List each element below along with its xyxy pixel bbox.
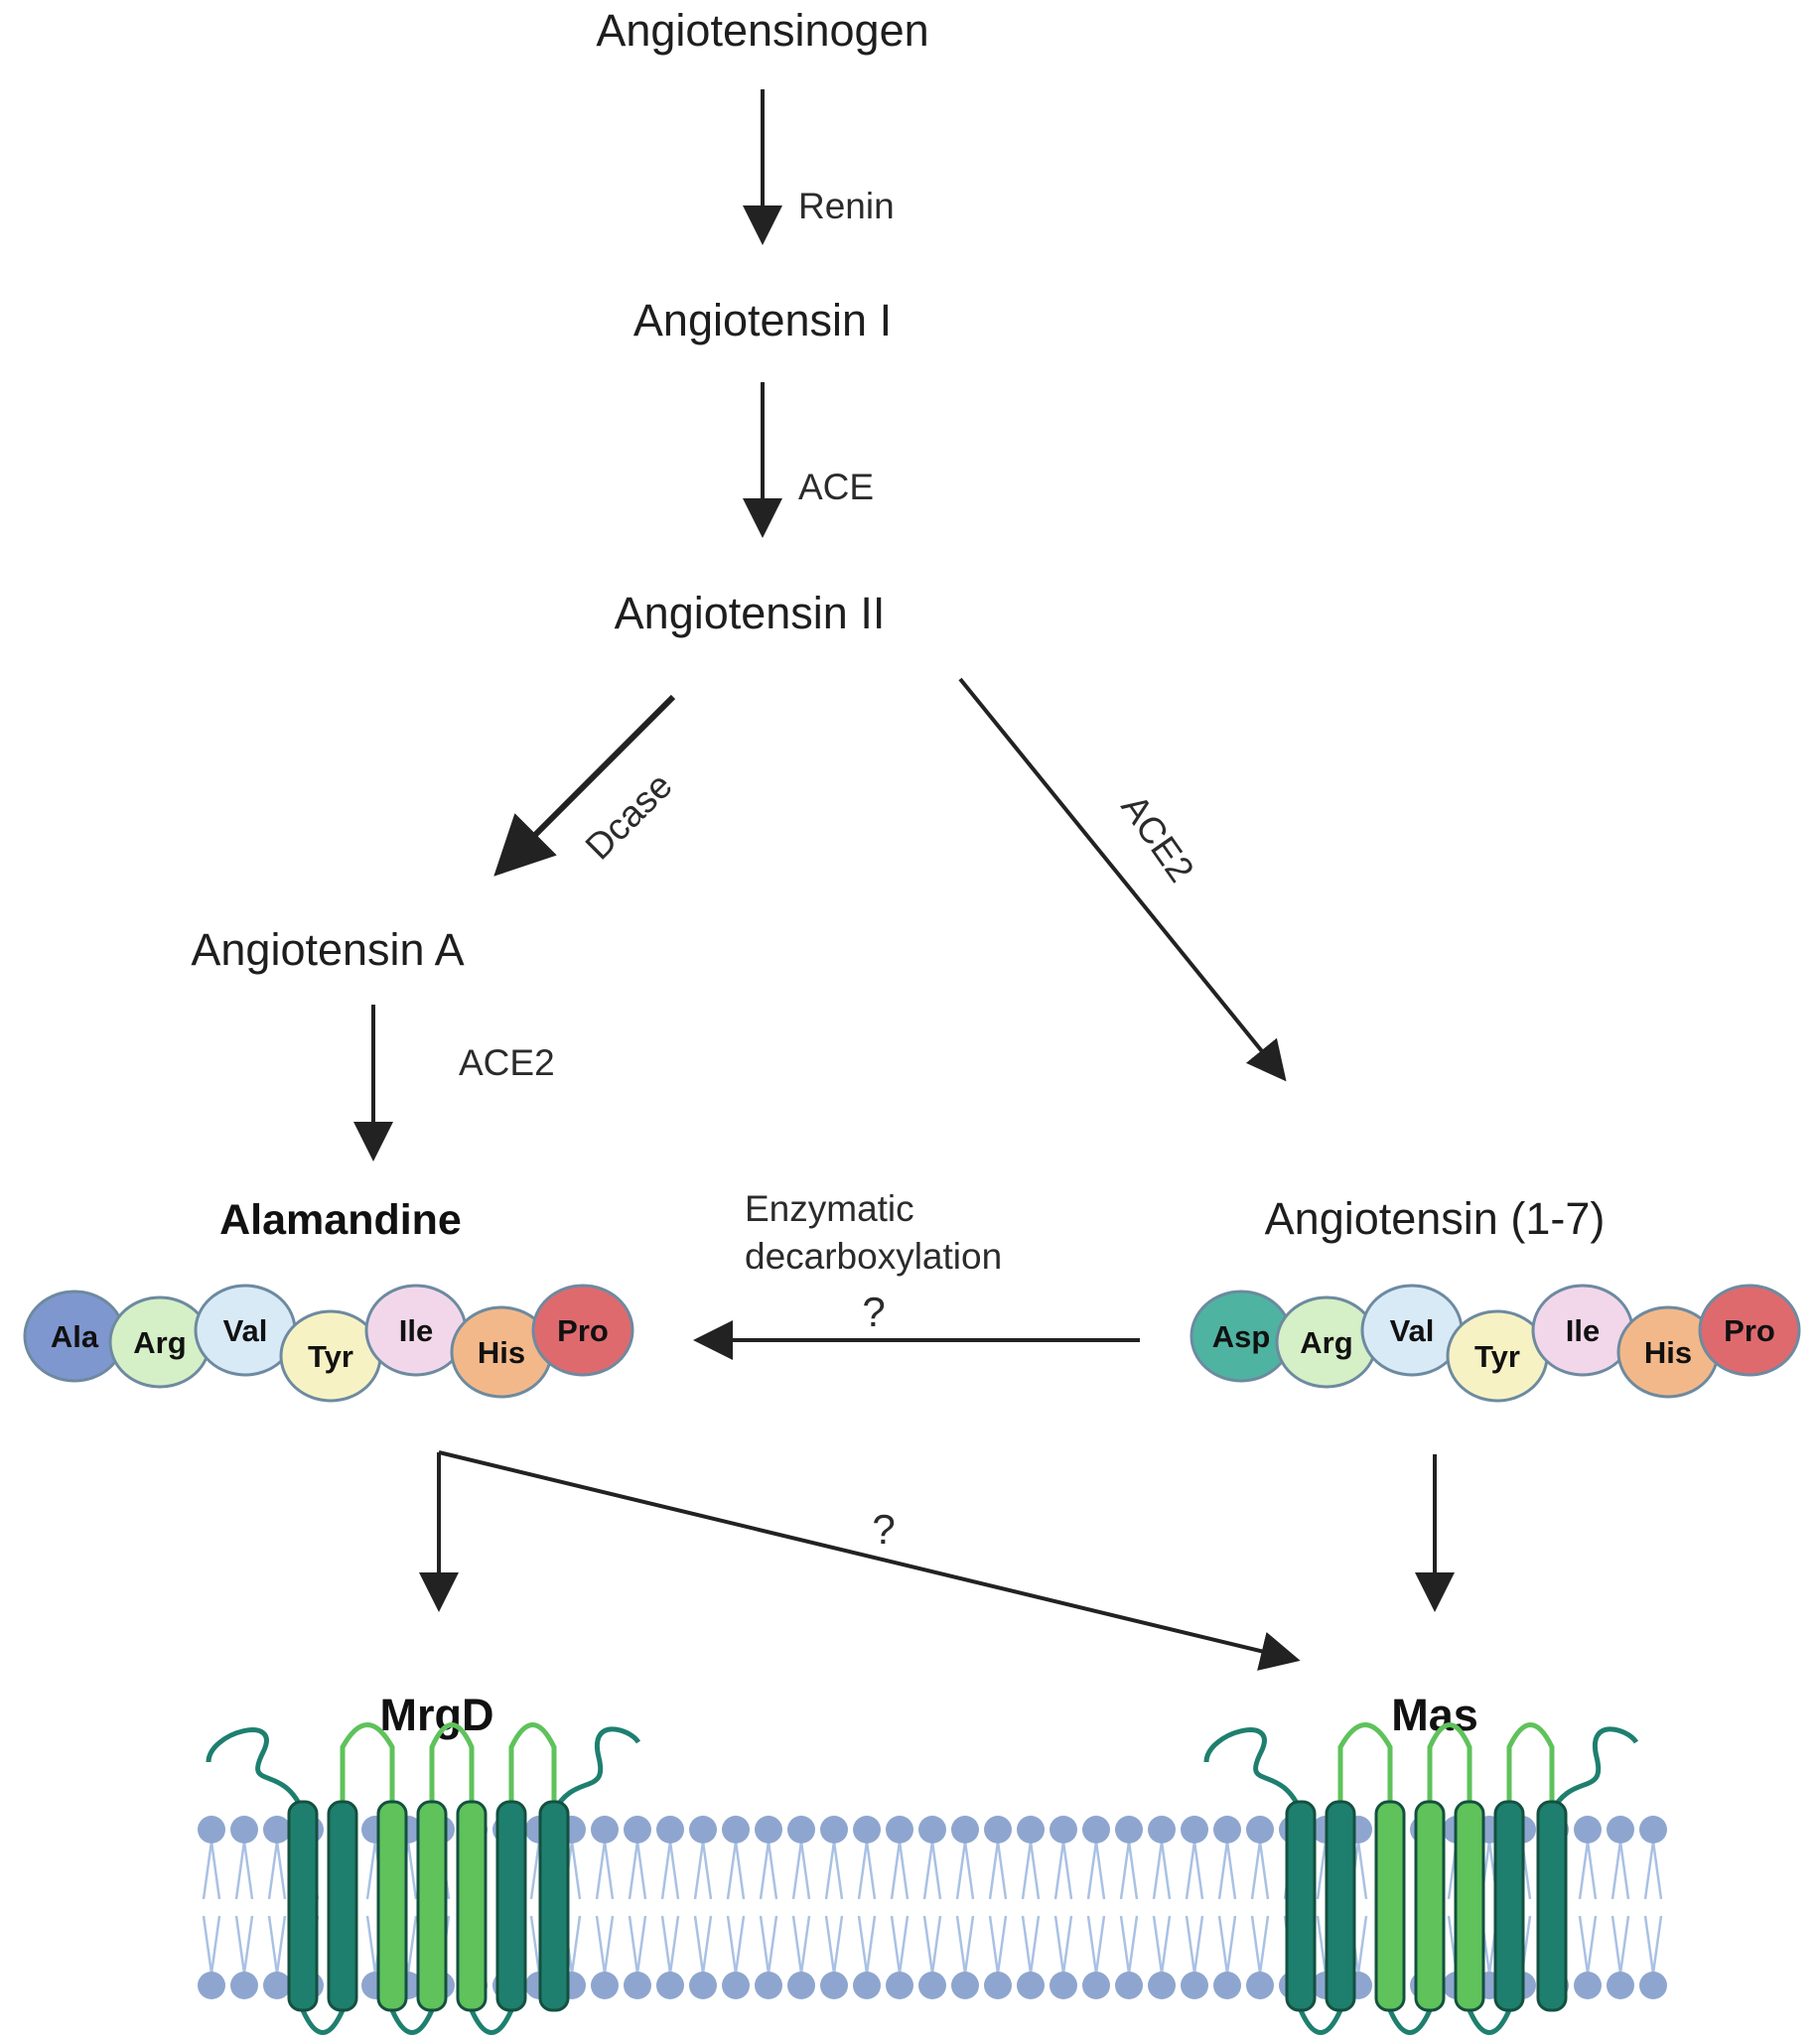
transmembrane-helix — [456, 1800, 488, 2012]
amino-acid-pro: Pro — [531, 1284, 634, 1377]
lipid-pair — [820, 1816, 848, 1999]
amino-acid-ile: Ile — [364, 1284, 468, 1377]
transmembrane-helix — [327, 1800, 358, 2012]
lipid-pair — [1148, 1816, 1176, 1999]
amino-acid-label: Ile — [399, 1313, 433, 1348]
amino-acid-his: His — [450, 1305, 553, 1399]
lipid-pair — [1639, 1816, 1667, 1999]
lipid-pair — [1017, 1816, 1045, 1999]
lipid-pair — [1181, 1816, 1208, 1999]
angiotensin-2-label: Angiotensin II — [615, 588, 886, 638]
lipid-pair — [1607, 1816, 1634, 1999]
amino-acid-pro: Pro — [1698, 1284, 1801, 1377]
mas-receptor-label: Mas — [1391, 1690, 1478, 1740]
lipid-pair — [951, 1816, 979, 1999]
lipid-pair — [263, 1816, 291, 1999]
amino-acid-asp: Asp — [1190, 1290, 1293, 1383]
transmembrane-helix — [1454, 1800, 1485, 2012]
amino-acid-arg: Arg — [1275, 1295, 1378, 1389]
lipid-pair — [198, 1816, 225, 1999]
amino-acid-label: Ala — [51, 1319, 99, 1354]
angiotensin-1-label: Angiotensin I — [633, 295, 892, 345]
transmembrane-helix — [1493, 1800, 1525, 2012]
arrow-dcase — [493, 694, 676, 877]
amino-acid-ile: Ile — [1531, 1284, 1634, 1377]
mrgd-receptor-label: MrgD — [380, 1690, 494, 1740]
mas-receptor-icon — [1203, 1722, 1639, 2035]
mrgd-receptor-icon — [206, 1722, 641, 2035]
transmembrane-helix — [1536, 1800, 1568, 2012]
amino-acid-ala: Ala — [23, 1290, 126, 1383]
amino-acid-label: His — [478, 1335, 525, 1370]
question-mark-top: ? — [862, 1289, 885, 1335]
angiotensin-a-label: Angiotensin A — [191, 924, 464, 975]
transmembrane-helix — [1285, 1800, 1317, 2012]
amino-acid-label: Ile — [1566, 1313, 1600, 1348]
amino-acid-val: Val — [1360, 1284, 1464, 1377]
lipid-pair — [918, 1816, 946, 1999]
transmembrane-helix — [495, 1800, 527, 2012]
amino-acid-label: Val — [223, 1313, 268, 1348]
question-mark-bottom: ? — [872, 1506, 895, 1553]
amino-acid-label: Tyr — [308, 1339, 353, 1374]
amino-acid-label: Arg — [133, 1325, 186, 1360]
amino-acid-val: Val — [194, 1284, 297, 1377]
amino-acid-label: Arg — [1300, 1325, 1352, 1360]
transmembrane-helix — [416, 1800, 448, 2012]
amino-acid-label: Pro — [1724, 1313, 1775, 1348]
transmembrane-helix — [1325, 1800, 1356, 2012]
amino-acid-arg: Arg — [108, 1295, 211, 1389]
transmembrane-helix — [1414, 1800, 1446, 2012]
lipid-pair — [624, 1816, 651, 1999]
lipid-pair — [656, 1816, 684, 1999]
amino-acid-label: Asp — [1212, 1319, 1271, 1354]
angiotensinogen-label: Angiotensinogen — [596, 5, 928, 56]
arrow-ace2-right — [958, 677, 1287, 1082]
lipid-pair — [853, 1816, 881, 1999]
lipid-pair — [1213, 1816, 1241, 1999]
transmembrane-helix — [538, 1800, 570, 2012]
transmembrane-helix — [376, 1800, 408, 2012]
receptor-loops — [1203, 1722, 1639, 2035]
amino-acid-label: Tyr — [1474, 1339, 1520, 1374]
angiotensin-1-7-label: Angiotensin (1-7) — [1265, 1193, 1606, 1244]
lipid-pair — [1115, 1816, 1143, 1999]
lipid-pair — [755, 1816, 782, 1999]
lipid-pair — [787, 1816, 815, 1999]
lipid-pair — [689, 1816, 717, 1999]
lipid-pair — [1574, 1816, 1602, 1999]
ace2-right-label: ACE2 — [1113, 787, 1201, 889]
lipid-pair — [591, 1816, 619, 1999]
lipid-pair — [722, 1816, 750, 1999]
amino-acid-label: Val — [1390, 1313, 1435, 1348]
decarboxylation-line1: Enzymatic — [745, 1188, 914, 1229]
arrow-alamandine-mas — [438, 1450, 1301, 1671]
decarboxylation-line2: decarboxylation — [745, 1236, 1002, 1277]
lipid-pair — [1082, 1816, 1110, 1999]
renin-label: Renin — [798, 186, 895, 226]
amino-acid-label: Pro — [557, 1313, 609, 1348]
ace2-left-label: ACE2 — [459, 1042, 555, 1083]
alamandine-label: Alamandine — [219, 1196, 462, 1244]
lipid-pair — [1246, 1816, 1274, 1999]
receptor-loops — [206, 1722, 641, 2035]
lipid-pair — [886, 1816, 913, 1999]
amino-acid-tyr: Tyr — [279, 1309, 382, 1403]
transmembrane-helix — [287, 1800, 319, 2012]
amino-acid-his: His — [1616, 1305, 1720, 1399]
lipid-pair — [1050, 1816, 1077, 1999]
lipid-pair — [984, 1816, 1012, 1999]
amino-acid-label: His — [1644, 1335, 1692, 1370]
lipid-pair — [230, 1816, 258, 1999]
transmembrane-helix — [1374, 1800, 1406, 2012]
ace-label: ACE — [798, 467, 874, 507]
